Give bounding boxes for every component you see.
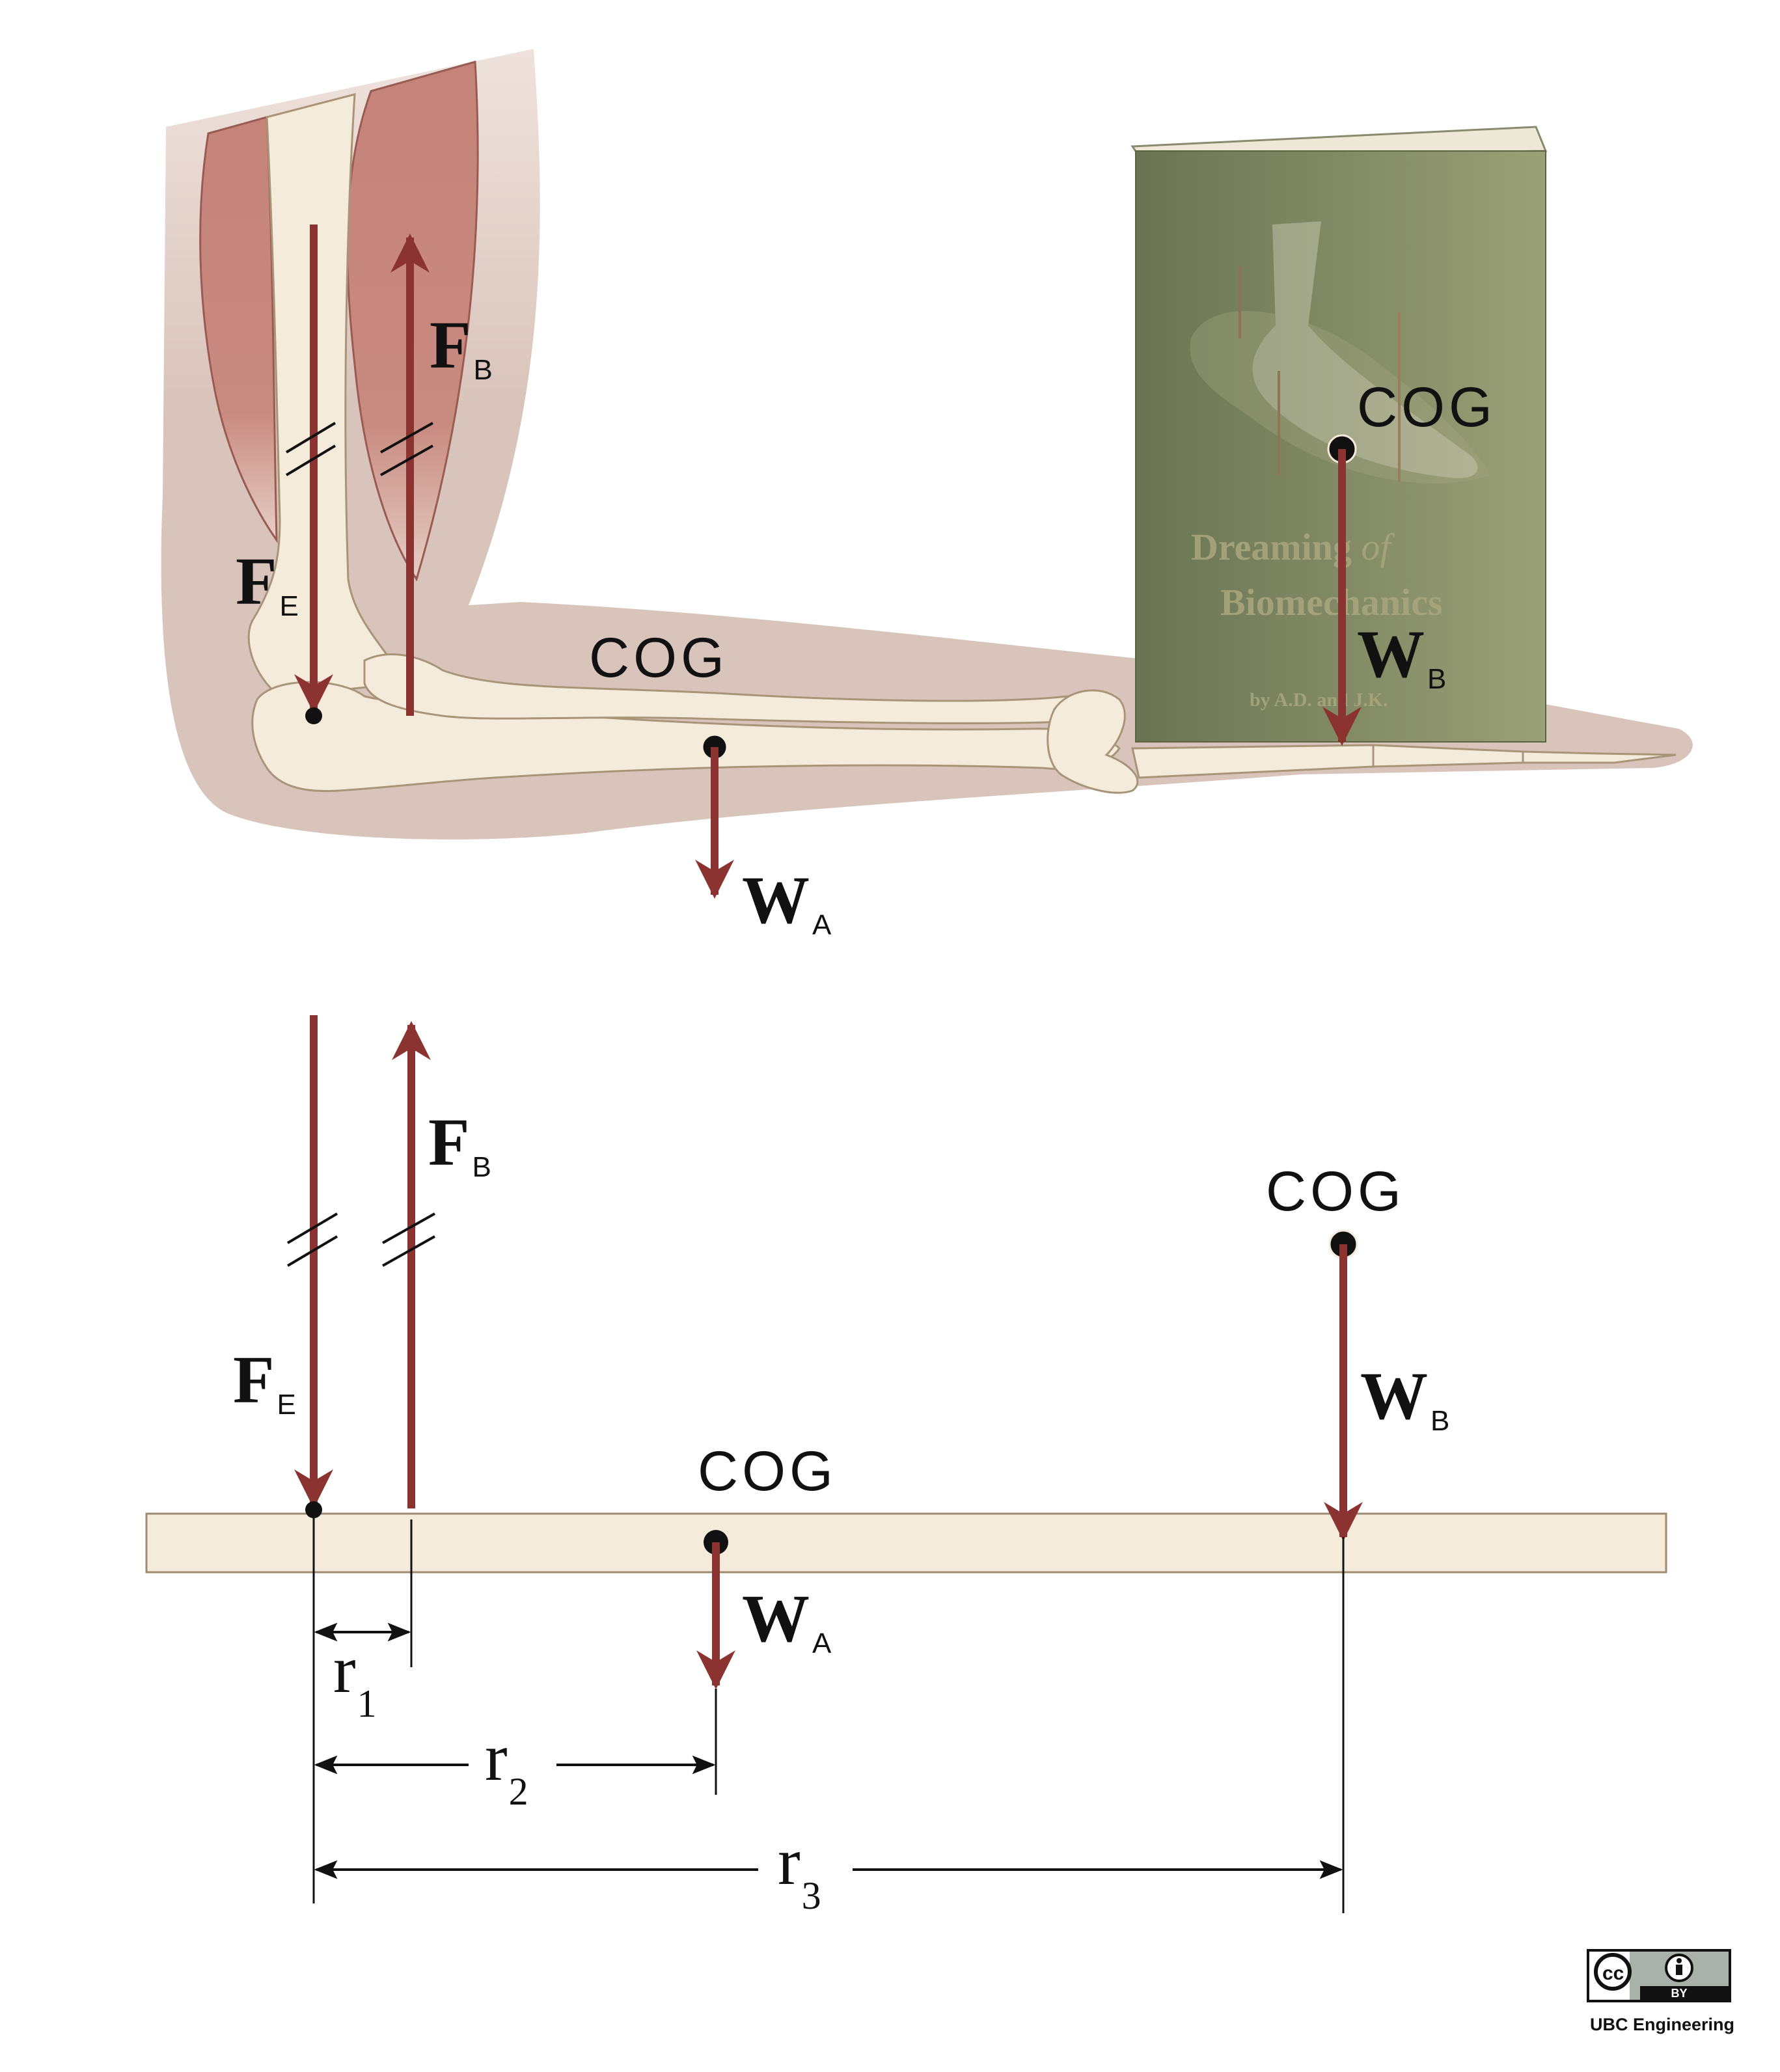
- wb-label-bottom-main: W: [1360, 1359, 1428, 1434]
- fe-label-top-main: F: [236, 544, 277, 619]
- credit-text: UBC Engineering: [1590, 2015, 1734, 2034]
- fe-break-marks-bottom: [286, 1212, 338, 1267]
- hand-bones: [1131, 744, 1677, 779]
- r1-label-sub: 1: [357, 1682, 377, 1725]
- fe-label-bottom-sub: E: [277, 1389, 296, 1421]
- wa-label-top: WA: [742, 863, 832, 941]
- wb-label-bottom: WB: [1360, 1359, 1449, 1437]
- fe-label-bottom: FE: [233, 1343, 296, 1421]
- fe-break-marks-top: [285, 422, 336, 476]
- fb-label-bottom-main: F: [428, 1105, 470, 1180]
- wb-label-top: WB: [1357, 617, 1446, 695]
- wa-label-bottom: WA: [742, 1581, 832, 1659]
- book-cover-foot-image: [1190, 221, 1490, 484]
- fb-label-bottom-sub: B: [472, 1151, 491, 1183]
- top-labels: FB FE WA WB COG COG: [236, 308, 1496, 941]
- book: Dreaming of Biomechanics by A.D. and J.K…: [1130, 126, 1548, 743]
- r3-label: r3: [778, 1824, 821, 1917]
- triceps-muscle: [199, 116, 278, 543]
- fb-label-top-sub: B: [474, 354, 493, 386]
- by-attribution-icon-head: [1677, 1958, 1682, 1963]
- cc-icon-text: cc: [1602, 1963, 1624, 1984]
- wa-label-bottom-sub: A: [812, 1628, 832, 1659]
- fe-application-point-bottom: [305, 1501, 322, 1518]
- r1-label-main: r: [333, 1632, 356, 1707]
- r3-label-main: r: [778, 1824, 801, 1899]
- r2-label: r2: [485, 1720, 528, 1813]
- cc-license-badge: cc BY UBC Engineering: [1587, 1949, 1734, 2034]
- fb-label-top-main: F: [430, 308, 471, 383]
- cog-book-label-bottom: COG: [1266, 1160, 1405, 1223]
- fe-label-top-sub: E: [280, 590, 299, 622]
- r1-label: r1: [333, 1632, 377, 1725]
- r2-label-main: r: [485, 1720, 508, 1795]
- cc-icon: [1594, 1953, 1632, 1991]
- wa-label-bottom-main: W: [742, 1581, 810, 1656]
- by-attribution-icon-body: [1676, 1965, 1682, 1975]
- arm-illustration: [161, 49, 1693, 839]
- humerus-bone: [247, 93, 405, 698]
- fb-label-top: FB: [430, 308, 493, 386]
- wb-label-top-main: W: [1357, 617, 1425, 692]
- cog-book-label-top: COG: [1357, 376, 1496, 439]
- book-title-line2: Biomechanics: [1220, 581, 1443, 623]
- fb-label-bottom: FB: [428, 1105, 491, 1183]
- fe-label-top: FE: [236, 544, 299, 622]
- by-label-bg: [1640, 1986, 1729, 2000]
- cog-forearm-label-top: COG: [589, 627, 728, 689]
- forearm-beam: [145, 1512, 1667, 1574]
- wa-label-top-sub: A: [812, 909, 832, 941]
- fb-break-marks-top: [380, 422, 433, 476]
- beam-diagram: [145, 1015, 1667, 1913]
- by-label: BY: [1671, 1987, 1687, 2000]
- arm-skin: [161, 49, 1693, 839]
- wb-label-top-sub: B: [1427, 663, 1446, 695]
- fe-label-bottom-main: F: [233, 1343, 275, 1417]
- book-byline: by A.D. and J.K.: [1250, 689, 1388, 711]
- wrist-bones: [1047, 689, 1139, 794]
- bottom-labels: FB FE WA WB COG COG r1 r2 r3: [233, 1105, 1449, 1917]
- r3-label-sub: 3: [802, 1874, 821, 1917]
- top-forces: [285, 225, 1362, 899]
- book-title-word1: Dreaming: [1191, 526, 1352, 568]
- wb-label-bottom-sub: B: [1431, 1405, 1449, 1437]
- fe-application-point-top: [305, 707, 322, 724]
- book-title-line1: Dreaming of: [1191, 526, 1395, 568]
- wa-label-top-main: W: [742, 863, 810, 938]
- cog-forearm-label-bottom: COG: [698, 1440, 837, 1503]
- book-title-word2: of: [1362, 526, 1395, 568]
- dimension-extension-lines: [312, 1518, 1345, 1913]
- fb-break-marks-bottom: [382, 1212, 435, 1267]
- r2-label-sub: 2: [509, 1770, 528, 1813]
